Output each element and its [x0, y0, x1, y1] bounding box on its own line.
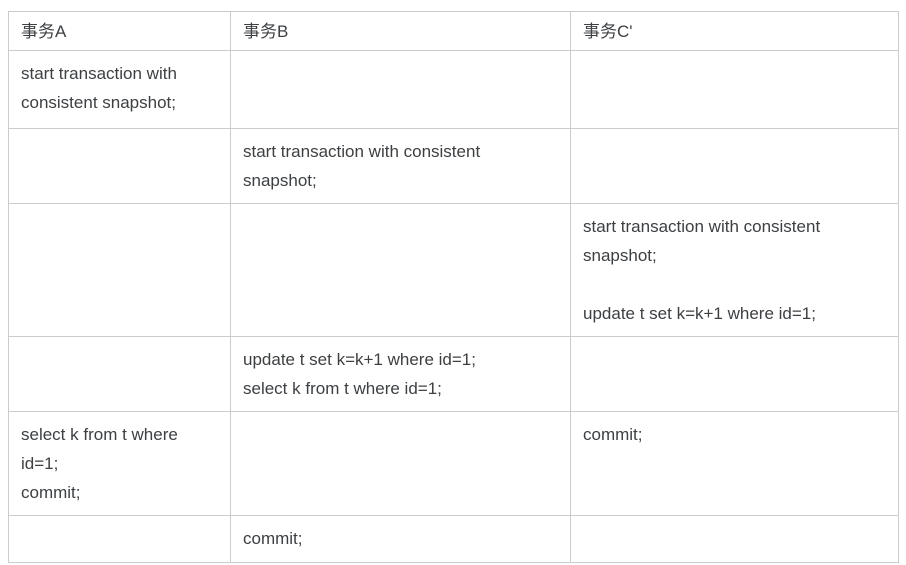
- table-row: start transaction with consistent snapsh…: [8, 203, 899, 337]
- sql-statement: select k from t where id=1;: [21, 425, 178, 473]
- column-header-transaction-a: 事务A: [8, 11, 231, 51]
- sql-statement: update t set k=k+1 where id=1;: [583, 304, 816, 323]
- table-cell-a: start transaction with consistent snapsh…: [8, 50, 231, 129]
- sql-statement: start transaction with consistent snapsh…: [243, 142, 481, 190]
- table-cell-a: [8, 128, 231, 204]
- table-cell-a: [8, 203, 231, 337]
- table-cell-b: commit;: [230, 515, 571, 563]
- column-header-transaction-c: 事务C': [570, 11, 899, 51]
- table-cell-a: [8, 336, 231, 412]
- sql-statement: commit;: [243, 529, 303, 548]
- blank-line: [583, 270, 886, 299]
- table-row: start transaction with consistent snapsh…: [8, 128, 899, 204]
- sql-statement: update t set k=k+1 where id=1;: [243, 350, 476, 369]
- table-cell-b: [230, 50, 571, 129]
- table-cell-a: select k from t where id=1; commit;: [8, 411, 231, 516]
- table-cell-c: [570, 515, 899, 563]
- table-cell-c: commit;: [570, 411, 899, 516]
- column-header-transaction-b: 事务B: [230, 11, 571, 51]
- table-cell-b: [230, 411, 571, 516]
- sql-statement: commit;: [21, 483, 81, 502]
- table-row: select k from t where id=1; commit; comm…: [8, 411, 899, 516]
- table-cell-c: [570, 128, 899, 204]
- table-cell-b: start transaction with consistent snapsh…: [230, 128, 571, 204]
- table-header-row: 事务A 事务B 事务C': [8, 11, 899, 51]
- table-row: commit;: [8, 515, 899, 563]
- table-cell-c: [570, 336, 899, 412]
- table-cell-b: update t set k=k+1 where id=1; select k …: [230, 336, 571, 412]
- table-row: update t set k=k+1 where id=1; select k …: [8, 336, 899, 412]
- table-cell-b: [230, 203, 571, 337]
- transaction-table: 事务A 事务B 事务C' start transaction with cons…: [8, 11, 899, 563]
- sql-statement: commit;: [583, 425, 643, 444]
- table-row: start transaction with consistent snapsh…: [8, 50, 899, 129]
- sql-statement: start transaction with consistent snapsh…: [583, 217, 821, 265]
- table-cell-c: [570, 50, 899, 129]
- table-cell-a: [8, 515, 231, 563]
- sql-statement: start transaction with consistent snapsh…: [21, 64, 177, 112]
- table-cell-c: start transaction with consistent snapsh…: [570, 203, 899, 337]
- sql-statement: select k from t where id=1;: [243, 379, 442, 398]
